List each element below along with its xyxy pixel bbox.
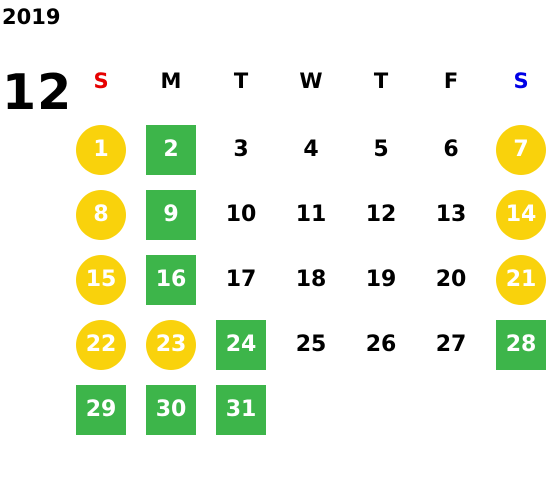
weekday-tuesday: T xyxy=(233,69,249,93)
weekday-thursday: T xyxy=(373,69,389,93)
day-cell[interactable]: 8 xyxy=(66,182,136,247)
day-cell[interactable]: 21 xyxy=(486,247,548,312)
weekday-sunday: S xyxy=(93,69,109,93)
day-number: 13 xyxy=(435,202,467,227)
closed-day-marker: 9 xyxy=(146,190,196,240)
month-label: 12 xyxy=(2,64,73,121)
day-number: 6 xyxy=(443,137,459,162)
day-number: 5 xyxy=(373,137,389,162)
day-number: 4 xyxy=(303,137,319,162)
holiday-day-marker: 23 xyxy=(146,320,196,370)
closed-day-marker: 24 xyxy=(216,320,266,370)
day-number: 25 xyxy=(295,332,327,357)
day-cell[interactable]: 22 xyxy=(66,312,136,377)
day-cell[interactable]: 13 xyxy=(416,182,486,247)
day-cell[interactable]: 20 xyxy=(416,247,486,312)
day-cell[interactable]: 31 xyxy=(206,377,276,442)
day-cell[interactable]: 12 xyxy=(346,182,416,247)
day-cell[interactable]: 3 xyxy=(206,117,276,182)
day-number: 3 xyxy=(233,137,249,162)
weekday-header: S M T W T F S xyxy=(66,66,548,96)
closed-day-marker: 16 xyxy=(146,255,196,305)
day-number: 27 xyxy=(435,332,467,357)
day-number: 10 xyxy=(225,202,257,227)
day-cell[interactable]: 23 xyxy=(136,312,206,377)
day-cell[interactable]: 16 xyxy=(136,247,206,312)
day-cell[interactable]: 11 xyxy=(276,182,346,247)
day-cell[interactable]: 4 xyxy=(276,117,346,182)
day-number: 12 xyxy=(365,202,397,227)
closed-day-marker: 31 xyxy=(216,385,266,435)
day-cell[interactable]: 19 xyxy=(346,247,416,312)
closed-day-marker: 29 xyxy=(76,385,126,435)
day-number: 11 xyxy=(295,202,327,227)
day-cell[interactable]: 28 xyxy=(486,312,548,377)
day-cell[interactable]: 6 xyxy=(416,117,486,182)
holiday-day-marker: 8 xyxy=(76,190,126,240)
year-label: 2019 xyxy=(2,5,61,29)
day-cell[interactable]: 15 xyxy=(66,247,136,312)
day-cell[interactable]: 27 xyxy=(416,312,486,377)
day-cell[interactable]: 25 xyxy=(276,312,346,377)
day-cell[interactable]: 10 xyxy=(206,182,276,247)
holiday-day-marker: 1 xyxy=(76,125,126,175)
day-cell[interactable]: 5 xyxy=(346,117,416,182)
day-cell[interactable]: 29 xyxy=(66,377,136,442)
weekday-monday: M xyxy=(160,69,182,93)
closed-day-marker: 30 xyxy=(146,385,196,435)
day-cell[interactable]: 2 xyxy=(136,117,206,182)
day-cell[interactable]: 7 xyxy=(486,117,548,182)
holiday-day-marker: 15 xyxy=(76,255,126,305)
day-cell[interactable]: 18 xyxy=(276,247,346,312)
day-number: 18 xyxy=(295,267,327,292)
day-number: 17 xyxy=(225,267,257,292)
day-cell[interactable]: 9 xyxy=(136,182,206,247)
day-number: 26 xyxy=(365,332,397,357)
day-cell[interactable]: 24 xyxy=(206,312,276,377)
day-number: 19 xyxy=(365,267,397,292)
weekday-friday: F xyxy=(443,69,459,93)
day-cell[interactable]: 26 xyxy=(346,312,416,377)
holiday-day-marker: 14 xyxy=(496,190,546,240)
holiday-day-marker: 21 xyxy=(496,255,546,305)
holiday-day-marker: 7 xyxy=(496,125,546,175)
day-cell[interactable]: 17 xyxy=(206,247,276,312)
day-cell[interactable]: 30 xyxy=(136,377,206,442)
closed-day-marker: 2 xyxy=(146,125,196,175)
closed-day-marker: 28 xyxy=(496,320,546,370)
day-cell[interactable]: 14 xyxy=(486,182,548,247)
weekday-saturday: S xyxy=(513,69,529,93)
day-number: 20 xyxy=(435,267,467,292)
holiday-day-marker: 22 xyxy=(76,320,126,370)
day-cell[interactable]: 1 xyxy=(66,117,136,182)
weekday-wednesday: W xyxy=(299,69,323,93)
